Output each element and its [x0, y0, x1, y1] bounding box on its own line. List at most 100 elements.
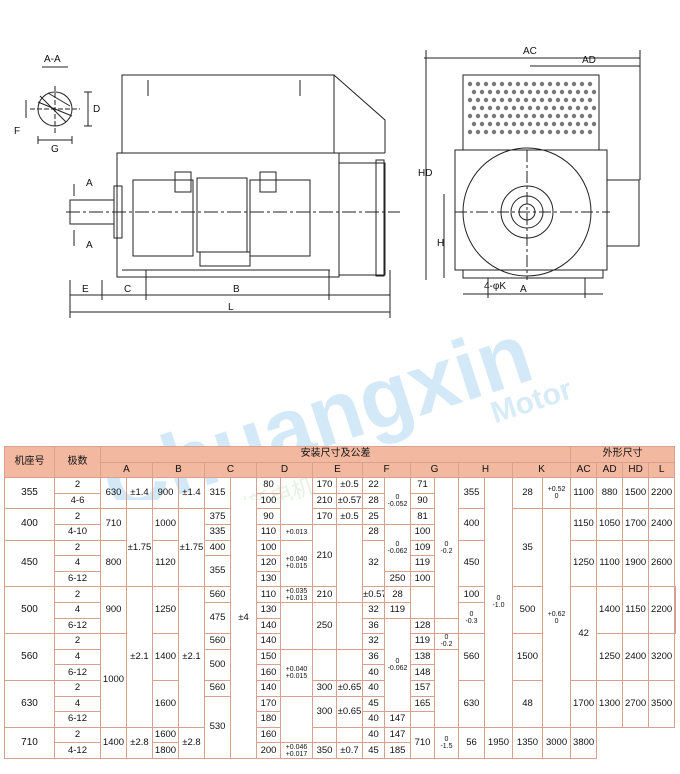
cell-F: 36 [362, 617, 385, 635]
grille-hole [511, 89, 517, 95]
cell-K: 56 [458, 726, 485, 759]
grille-hole [567, 121, 573, 127]
grille-hole [583, 105, 589, 111]
cell-B: 1120 [152, 539, 179, 588]
cell-A: 710 [100, 508, 127, 541]
grille-hole [559, 121, 565, 127]
grille-hole [527, 121, 533, 127]
cell-D-tol: +0.040+0.015 [280, 648, 313, 697]
cell-F: 32 [362, 539, 385, 588]
cell-D-tol: +0.046+0.017 [280, 742, 313, 759]
cell-D: 170 [256, 695, 281, 713]
group-outline: 外形尺寸 [570, 446, 676, 463]
grille-hole [507, 97, 513, 103]
table-row: 6-12 180 40 147 [5, 711, 676, 728]
grille-hole [531, 81, 537, 87]
cell-G: 148 [410, 664, 435, 681]
col-D: D [256, 461, 313, 479]
cell-H: 500 [512, 586, 543, 635]
grille-hole [543, 121, 549, 127]
cell-G-tol: 0-0.2 [434, 477, 459, 619]
grille-hole [587, 129, 593, 135]
grille-hole [479, 105, 485, 111]
cell-E: 300 [312, 679, 337, 697]
grille-hole [591, 121, 597, 127]
cell-F-tol [410, 586, 435, 619]
grille-hole [579, 81, 585, 87]
col-B: B [152, 461, 205, 479]
cell-AD: 1350 [512, 726, 543, 759]
cell-E-tol: ±0.7 [336, 742, 363, 759]
grille-hole [551, 105, 557, 111]
shaft-section-view [25, 66, 92, 144]
drawing-labels: A-A D F G A A E C B L AC AD HD H 4-φK A [14, 46, 596, 313]
grille-hole [531, 97, 537, 103]
cell-G: 100 [458, 586, 485, 603]
grille-hole [487, 121, 493, 127]
section-mark-bottom: A [86, 240, 93, 251]
col-AC: AC [570, 461, 598, 479]
cell-F: 28 [362, 523, 385, 541]
dim-label-E: E [82, 284, 89, 295]
table-row: 400 2 710 ±1.75 1000 ±1.75 375 90 170 ±0… [4, 508, 676, 728]
cell-A-tol: ±2.8 [126, 726, 153, 759]
cell-G: 119 [384, 601, 411, 619]
cell-poles: 2 [54, 586, 101, 603]
grille-hole [531, 113, 537, 119]
cell-E: 170 [312, 508, 337, 525]
cell-G: 185 [384, 742, 411, 759]
cell-B: 900 [152, 477, 179, 510]
cell-C: 530 [204, 695, 231, 759]
cell-D-tol: +0.013 [280, 523, 313, 541]
cell-A: 1400 [100, 726, 127, 759]
cell-D: 110 [256, 586, 281, 603]
cell-K: 28 [512, 477, 543, 510]
cell-H-tol: 0-1.5 [434, 726, 459, 759]
cell-poles: 2 [54, 508, 101, 525]
grille-hole [523, 113, 529, 119]
cell-F: 45 [362, 695, 385, 713]
cell-poles: 4-6 [54, 492, 101, 510]
grille-hole [495, 105, 501, 111]
grille-hole [499, 113, 505, 119]
grille-hole [583, 89, 589, 95]
cell-C: 355 [204, 555, 231, 588]
grille-hole [487, 89, 493, 95]
cell-D: 80 [256, 477, 281, 494]
cell-C: 375 [204, 508, 231, 525]
cell-frame: 450 [4, 539, 55, 588]
grille-hole [471, 105, 477, 111]
cell-HD: 1900 [622, 539, 650, 588]
grille-hole [467, 129, 473, 135]
cell-D-tol [280, 601, 313, 650]
grille-hole [495, 121, 501, 127]
cell-poles: 4-10 [54, 523, 101, 541]
grille-hole [467, 81, 473, 87]
cell-D: 150 [256, 648, 281, 666]
grille-hole [499, 97, 505, 103]
dim-label-AD: AD [582, 55, 596, 66]
cell-E-blank [312, 648, 337, 681]
cell-HD: 1500 [622, 477, 650, 510]
grille-hole [523, 81, 529, 87]
grille-hole [535, 89, 541, 95]
grille-hole [503, 105, 509, 111]
grille-hole [539, 113, 545, 119]
cell-G-tol: 0-0.2 [434, 633, 459, 650]
grille-hole [579, 113, 585, 119]
dim-label-B: B [233, 284, 240, 295]
cell-H: 710 [410, 726, 435, 759]
table-row: 4-6 100 210 ±0.57 28 90 [5, 492, 676, 510]
cell-AD: 1150 [622, 586, 650, 635]
grille-hole [555, 97, 561, 103]
cell-AC: 1500 [512, 633, 543, 681]
cell-L: 2600 [648, 539, 676, 588]
cell-B: 1800 [152, 742, 179, 759]
cell-G: 157 [410, 679, 435, 697]
cell-poles: 6-12 [54, 711, 101, 728]
cell-A-tol: ±1.4 [126, 477, 153, 510]
grille-hole [543, 89, 549, 95]
grille-hole [555, 81, 561, 87]
cell-D: 100 [256, 539, 281, 557]
